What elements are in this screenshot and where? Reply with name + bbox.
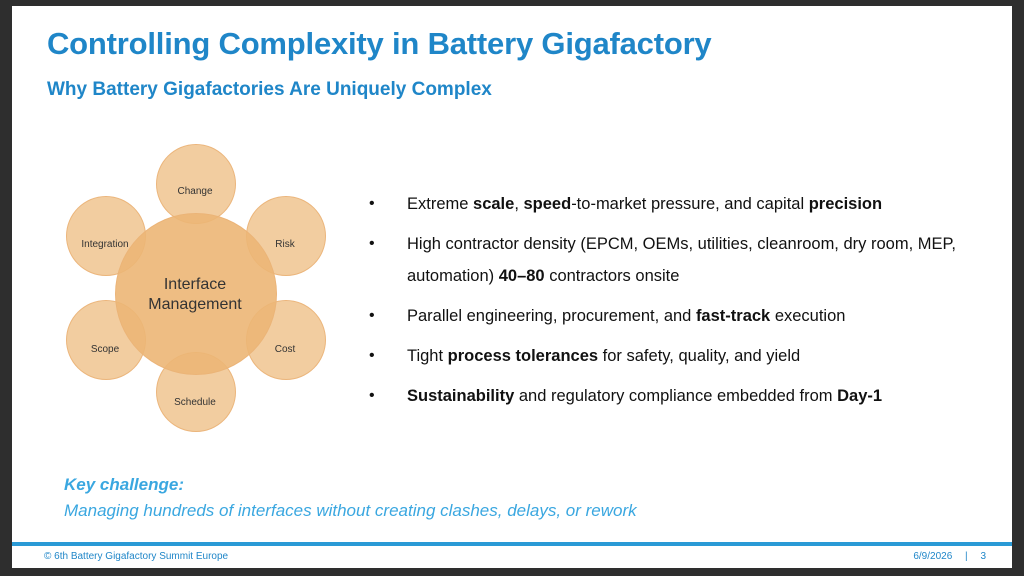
node-change-label: Change xyxy=(177,186,213,197)
bullet-text: and regulatory compliance embedded from xyxy=(514,387,838,405)
node-risk-label: Risk xyxy=(275,239,295,250)
bullet-text: contractors onsite xyxy=(544,267,680,285)
interface-management-diagram: Change Risk Cost Schedule Scope Integrat… xyxy=(56,144,326,444)
slide: Controlling Complexity in Battery Gigafa… xyxy=(12,6,1012,568)
bullet-text: High contractor density (EPCM, OEMs, uti… xyxy=(407,235,956,285)
bullet-emphasis: scale xyxy=(473,195,515,213)
bullet-item: Tight process tolerances for safety, qua… xyxy=(369,340,989,372)
key-challenge-title: Key challenge: xyxy=(64,475,184,494)
bullet-emphasis: speed xyxy=(523,195,572,213)
bullet-text: -to-market pressure, and capital xyxy=(571,195,809,213)
bullet-list: Extreme scale, speed-to-market pressure,… xyxy=(369,188,989,420)
bullet-text: for safety, quality, and yield xyxy=(598,347,801,365)
bullet-emphasis: Sustainability xyxy=(407,387,515,405)
bullet-text: , xyxy=(514,195,524,213)
bullet-text: Parallel engineering, procurement, and xyxy=(407,307,696,325)
bullet-item: Parallel engineering, procurement, and f… xyxy=(369,300,989,332)
node-integration-label: Integration xyxy=(81,239,129,250)
slide-title: Controlling Complexity in Battery Gigafa… xyxy=(47,26,712,61)
bullet-item: High contractor density (EPCM, OEMs, uti… xyxy=(369,228,989,292)
bullet-text: Tight xyxy=(407,347,448,365)
bullet-text: Extreme xyxy=(407,195,474,213)
bullet-item: Sustainability and regulatory compliance… xyxy=(369,380,989,412)
footer-separator: | xyxy=(965,551,968,562)
bullet-emphasis: fast-track xyxy=(695,307,771,325)
node-schedule-label: Schedule xyxy=(174,397,216,408)
page-number: 3 xyxy=(980,551,986,562)
node-cost-label: Cost xyxy=(274,344,296,355)
footer-date: 6/9/2026 xyxy=(913,551,953,562)
node-change-circle xyxy=(156,144,236,224)
footer-meta: 6/9/2026 | 3 xyxy=(903,551,986,562)
bullet-text: execution xyxy=(770,307,846,325)
hub-circle xyxy=(115,213,277,375)
bullet-emphasis: process tolerances xyxy=(447,347,599,365)
hub-label-line1: Interface xyxy=(163,276,227,293)
bullet-emphasis: Day-1 xyxy=(837,387,883,405)
key-challenge-text: Managing hundreds of interfaces without … xyxy=(64,501,637,520)
bullet-emphasis: precision xyxy=(808,195,883,213)
node-scope-label: Scope xyxy=(90,344,120,355)
slide-subtitle: Why Battery Gigafactories Are Uniquely C… xyxy=(47,79,492,100)
footer-copyright: © 6th Battery Gigafactory Summit Europe xyxy=(44,551,229,562)
hub-label-line2: Management xyxy=(148,296,242,313)
hub-label: Interface Management xyxy=(115,275,275,315)
bullet-item: Extreme scale, speed-to-market pressure,… xyxy=(369,188,989,220)
bullet-emphasis: 40–80 xyxy=(498,267,545,285)
footer-divider xyxy=(12,542,1012,546)
